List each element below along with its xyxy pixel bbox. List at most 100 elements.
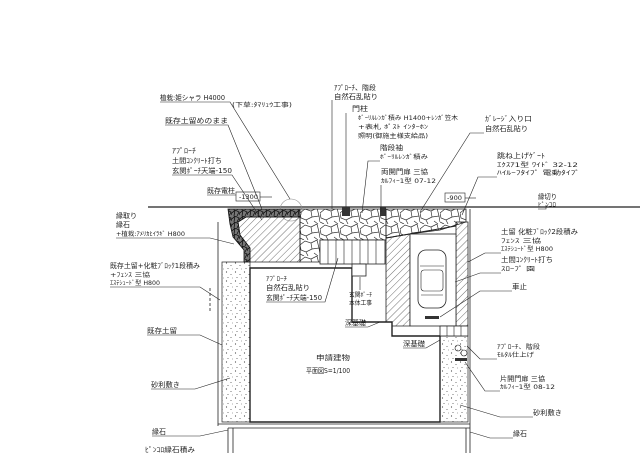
label-approach-center-material: 自然石乱貼り <box>266 283 310 292</box>
stairs-outline <box>319 239 386 265</box>
leader-line <box>454 272 501 283</box>
leader-line <box>151 377 231 390</box>
leader-line <box>147 334 223 346</box>
label-car-stop: 車止 <box>512 282 527 291</box>
label-gate-pillar-items: +表札 ﾎﾟｽﾄ ｲﾝﾀｰﾎﾝ <box>358 123 428 131</box>
label-approach-stairs-top: ｱﾌﾟﾛｰﾁ、階段 <box>334 83 376 92</box>
gate-pillar <box>380 207 386 216</box>
label-undergrowth: (下草:ﾀﾏﾘｭｳ工事) <box>232 101 292 109</box>
label-border: 縁取り <box>116 211 137 220</box>
label-porch-scope: 本体工事 <box>349 299 372 307</box>
label-edge-cut: 縁切り <box>538 192 557 201</box>
leader-line <box>345 321 381 328</box>
label-garage-entrance: ｶﾞﾚｰｼﾞ入り口 <box>485 115 532 123</box>
label-gate-pillar: 門柱 <box>352 104 368 113</box>
label-utility-pole: 既存電柱 <box>207 186 235 195</box>
label-approach-stairs-top-material: 自然石乱貼り <box>334 92 378 101</box>
label-lift-gate-type: ﾊｲﾙｰﾌﾀｲﾌﾟ 電動ﾀｲﾌﾟ <box>497 169 580 177</box>
label-retaining-right: 土留 化粧ﾌﾞﾛｯｸ2段積み <box>501 227 578 236</box>
porch-box <box>351 263 367 277</box>
single-gate <box>454 344 468 361</box>
left-gravel-strip <box>221 261 251 423</box>
label-slope: ｽﾛｰﾌﾟ 園 <box>501 266 535 273</box>
label-border-planting: +植栽:ｱﾒﾘｶﾋｲﾗｷﾞ H800 <box>116 230 185 238</box>
label-gate-pillar-lighting: 照明(御施主様支給品) <box>358 132 428 140</box>
stairs <box>319 239 386 265</box>
leader-line <box>116 237 235 245</box>
label-approach-center: ｱﾌﾟﾛｰﾁ <box>266 276 287 283</box>
label-retaining-left-fence: +ﾌｪﾝｽ 三協 <box>110 271 150 279</box>
label-approach-stairs-right: ｱﾌﾟﾛｰﾁ、階段 <box>497 343 540 351</box>
plan-title: 平面図S=1/100 <box>306 367 350 375</box>
drawing-labels: 植栽:姫シャラ H4000 (下草:ﾀﾏﾘｭｳ工事) 既存土留めのまま ｱﾌﾟﾛ… <box>110 83 580 453</box>
label-deep-foundation: 深基礎 <box>403 339 425 348</box>
leader-line <box>403 339 441 349</box>
label-retaining-left: 既存土留+化粧ﾌﾞﾛｯｸ1段積み <box>110 261 200 270</box>
label-gravel-left: 砂利敷き <box>151 380 180 389</box>
label-garage-entrance-material: 自然石乱貼り <box>485 124 528 133</box>
leader-line <box>152 429 229 437</box>
leader-line <box>461 176 497 216</box>
label-approach-left: ｱﾌﾟﾛｰﾁ <box>172 147 197 155</box>
label-lift-gate-model: ｴｸｽｱ1型 ﾜｲﾄﾞ 32-12 <box>497 161 578 169</box>
leader-line <box>466 345 497 360</box>
label-planting: 植栽:姫シャラ H4000 <box>160 93 225 102</box>
label-stair-side: 階段袖 <box>380 143 403 152</box>
garage-left-retaining-hatch <box>385 233 411 327</box>
label-retaining-left-type: ｴｽﾃｼｭｰﾄﾞ型 H800 <box>110 279 160 287</box>
label-retaining-right-fence: ﾌｪﾝｽ 三協 <box>501 237 541 245</box>
level-box-left <box>235 191 261 202</box>
gate-post-circle <box>460 349 468 357</box>
leader-line <box>439 290 512 318</box>
label-bottom-cut: ﾋﾟﾝｺﾛ縁石積み <box>145 445 195 453</box>
gate-post-circle <box>454 344 462 352</box>
leader-line <box>361 160 380 214</box>
label-approach-center-level: 玄関ﾎﾟｰﾁ天端-150 <box>266 293 322 302</box>
leader-line <box>165 124 263 210</box>
gate-pillar <box>342 207 350 216</box>
label-deep-foundation: 深基礎 <box>345 318 366 327</box>
label-slope-concrete: 土間ｺﾝｸﾘｰﾄ打ち <box>501 255 553 264</box>
label-edge-cut-material: ﾋﾟﾝｺﾛ <box>538 202 556 209</box>
label-approach-stairs-right-finish: ﾓﾙﾀﾙ仕上げ <box>497 351 534 359</box>
leader-line <box>160 101 291 200</box>
leader-line <box>467 252 501 263</box>
label-existing-retaining: 既存土留 <box>147 326 177 335</box>
car-stop-block <box>425 316 439 319</box>
car-icon <box>417 249 447 309</box>
leader-line <box>172 174 263 221</box>
label-gravel-right: 砂利敷き <box>533 408 562 417</box>
label-level-left: -1300 <box>239 194 258 201</box>
label-retaining-right-type: ｴｽﾃｼｭｰﾄﾞ型 H800 <box>501 245 553 253</box>
label-stair-side-material: ﾎﾞｰﾘﾙﾚﾝｶﾞ積み <box>380 153 428 161</box>
car-body <box>417 249 447 309</box>
leader-line <box>469 431 513 439</box>
leader-line <box>464 361 500 392</box>
label-lift-gate: 跳ね上げｹﾞｰﾄ <box>497 151 545 160</box>
label-existing-retaining-keep: 既存土留めのまま <box>165 116 228 125</box>
label-single-gate: 片開門扉 三協 <box>500 374 545 383</box>
label-border-curb: 縁石 <box>116 220 130 229</box>
gate-leaf <box>455 358 467 361</box>
leader-line <box>419 132 484 213</box>
label-curb-right: 縁石 <box>513 429 527 438</box>
label-double-gate: 両開門扉 三協 <box>381 167 428 176</box>
level-box-right <box>444 192 466 203</box>
leader-line <box>110 286 221 301</box>
car-roof <box>420 269 444 292</box>
label-level-right: -900 <box>447 195 462 202</box>
right-gravel-strip <box>439 335 469 423</box>
garage-right-retaining-hatch <box>455 221 469 327</box>
leader-line <box>266 257 339 303</box>
label-double-gate-model: ｶﾙﾌｨｰ1型 07-12 <box>381 177 436 185</box>
label-single-gate-model: ｶﾙﾌｨｰ1型 08-12 <box>500 383 555 391</box>
label-curb-left: 縁石 <box>152 427 166 436</box>
garage-slab <box>409 233 457 327</box>
label-building: 申請建物 <box>316 353 350 362</box>
label-porch: 玄関ﾎﾟｰﾁ <box>349 291 372 299</box>
label-approach-left-concrete: 土間ｺﾝｸﾘｰﾄ打ち <box>172 156 222 165</box>
leader-line <box>459 404 533 418</box>
label-gate-pillar-spec: ﾎﾞｰﾘﾙﾚﾝｶﾞ積み H1400+ﾚﾝｶﾞ笠木 <box>358 114 458 122</box>
right-approach-stairs <box>439 325 469 337</box>
